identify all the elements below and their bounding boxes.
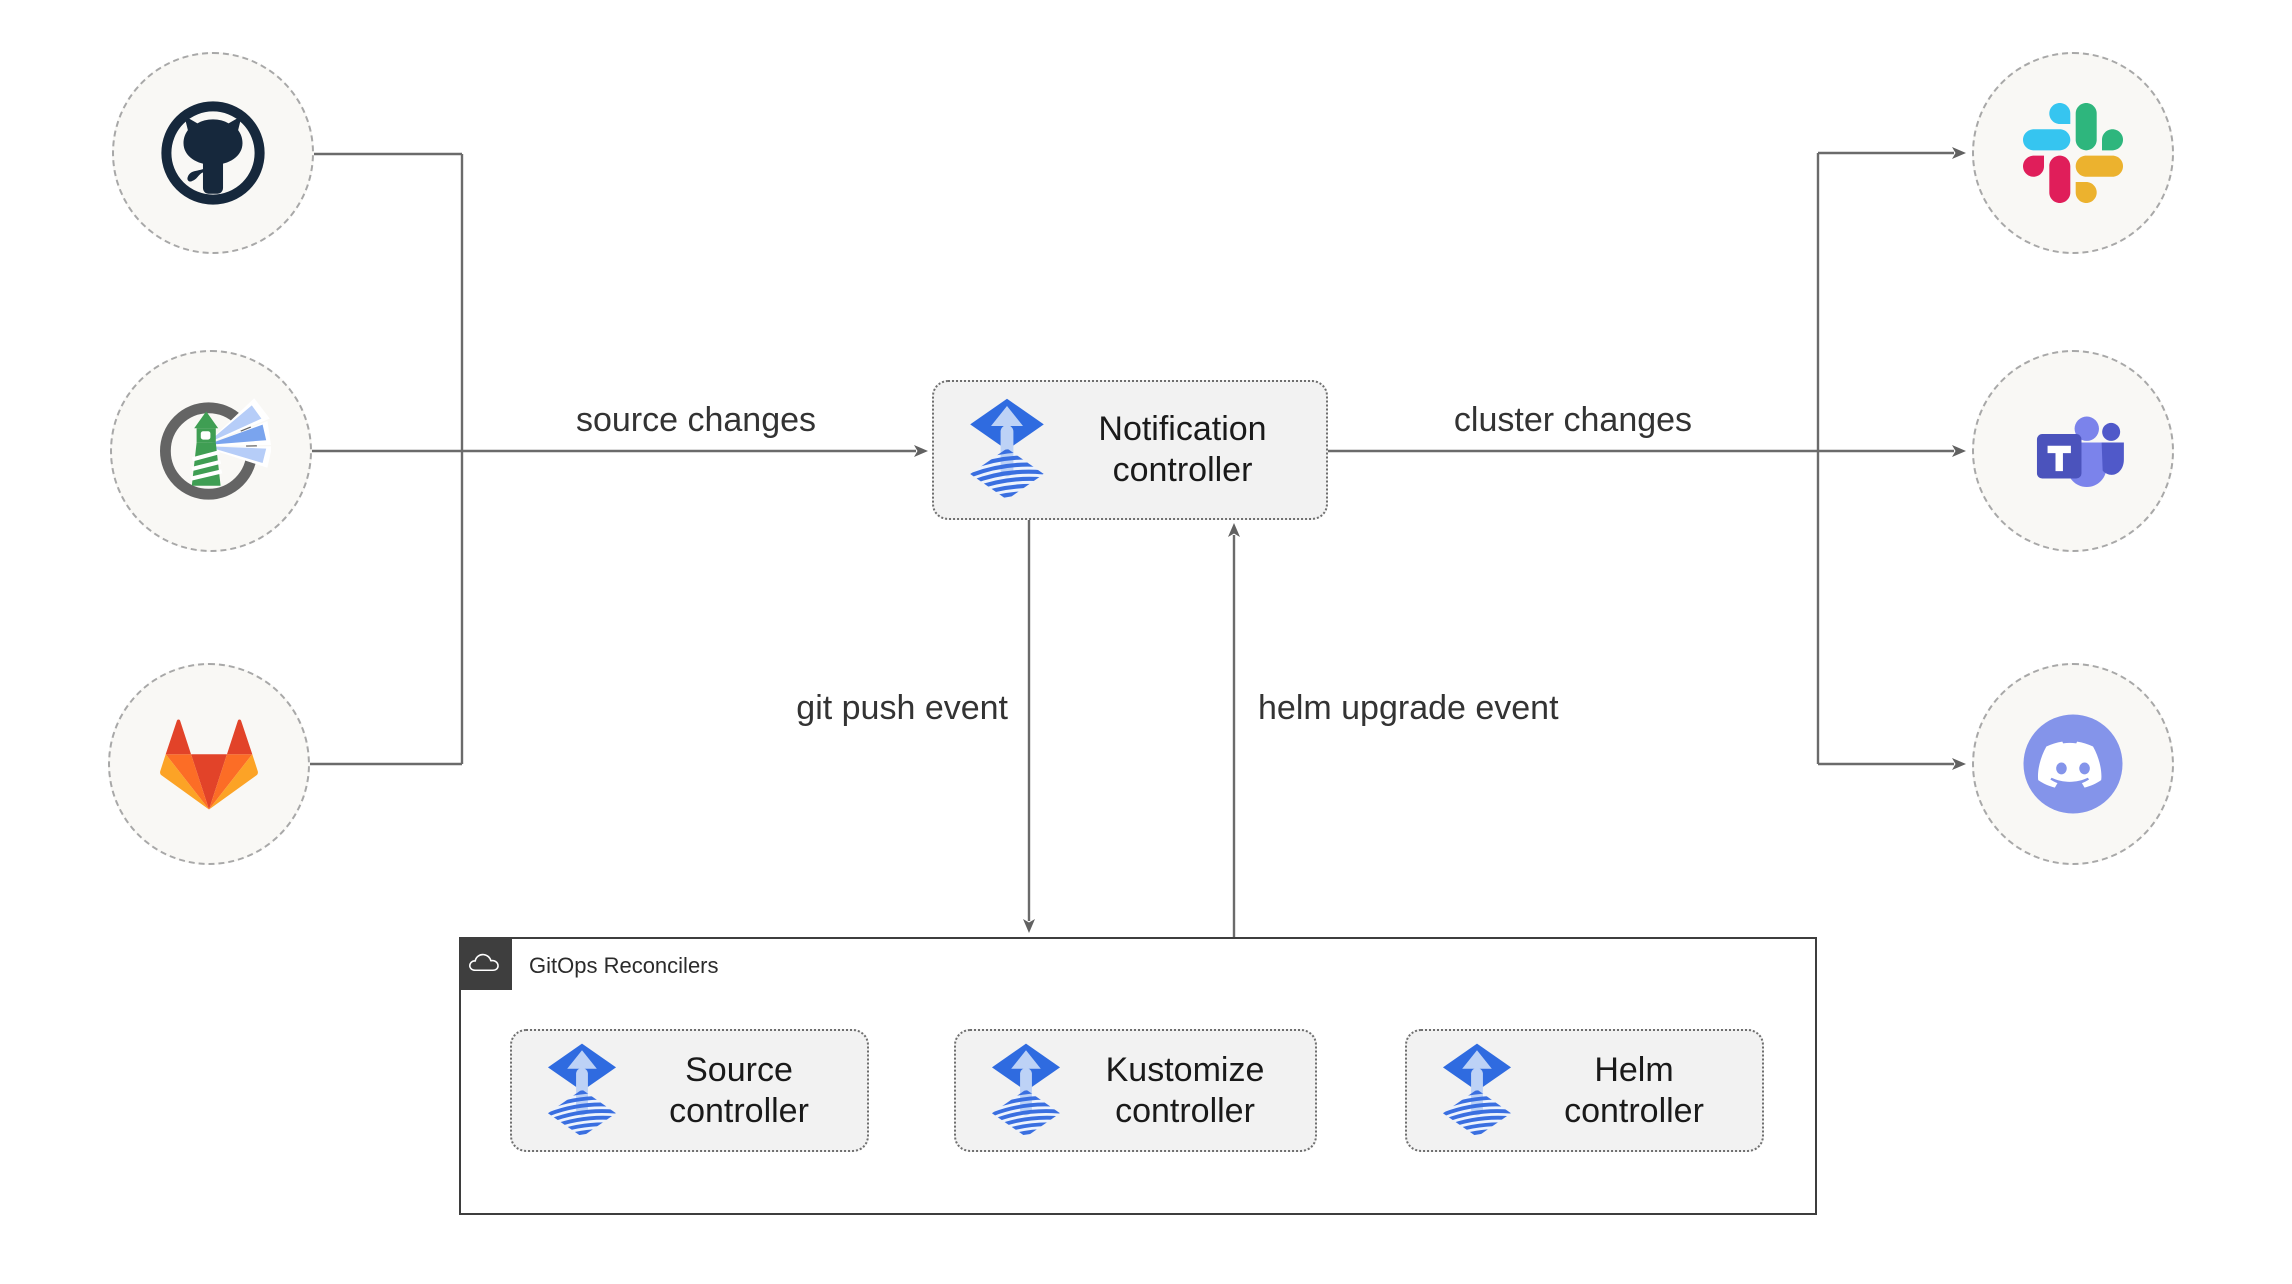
node-microsoft-teams [1972, 350, 2174, 552]
node-slack [1972, 52, 2174, 254]
cloud-badge [458, 936, 512, 990]
gitops-reconcilers-group: GitOps Reconcilers Source controller Kus… [458, 936, 1817, 1215]
edge-label-git-push-event: git push event [796, 689, 1008, 727]
flux-logo-icon [545, 1042, 619, 1140]
edge-label-cluster-changes: cluster changes [1453, 401, 1693, 439]
notification-controller-label: Notification controller [1098, 410, 1267, 489]
notification-controller-box: Notification controller [932, 380, 1328, 520]
microsoft-teams-logo-icon [2036, 416, 2124, 488]
node-gitlab [108, 663, 310, 865]
helm-controller-label: Helm controller [1564, 1050, 1704, 1130]
flux-logo-icon [1440, 1042, 1514, 1140]
kustomize-controller-label: Kustomize controller [1105, 1050, 1265, 1130]
flux-logo-icon [967, 397, 1047, 503]
harbor-logo-icon [160, 398, 271, 500]
node-github [112, 52, 314, 254]
node-harbor [110, 350, 312, 552]
source-controller-box: Source controller [510, 1029, 869, 1152]
node-discord [1972, 663, 2174, 865]
github-logo-icon [161, 101, 265, 205]
gitops-reconcilers-label: GitOps Reconcilers [529, 953, 719, 978]
flux-logo-icon [989, 1042, 1063, 1140]
edge-label-helm-upgrade-event: helm upgrade event [1258, 689, 1559, 727]
helm-controller-box: Helm controller [1405, 1029, 1764, 1152]
kustomize-controller-box: Kustomize controller [954, 1029, 1317, 1152]
gitlab-logo-icon [160, 719, 258, 810]
edge-label-source-changes: source changes [575, 401, 817, 439]
slack-logo-icon [2023, 103, 2123, 203]
cloud-icon [469, 953, 499, 971]
discord-logo-icon [2023, 714, 2123, 814]
source-controller-label: Source controller [669, 1050, 809, 1130]
